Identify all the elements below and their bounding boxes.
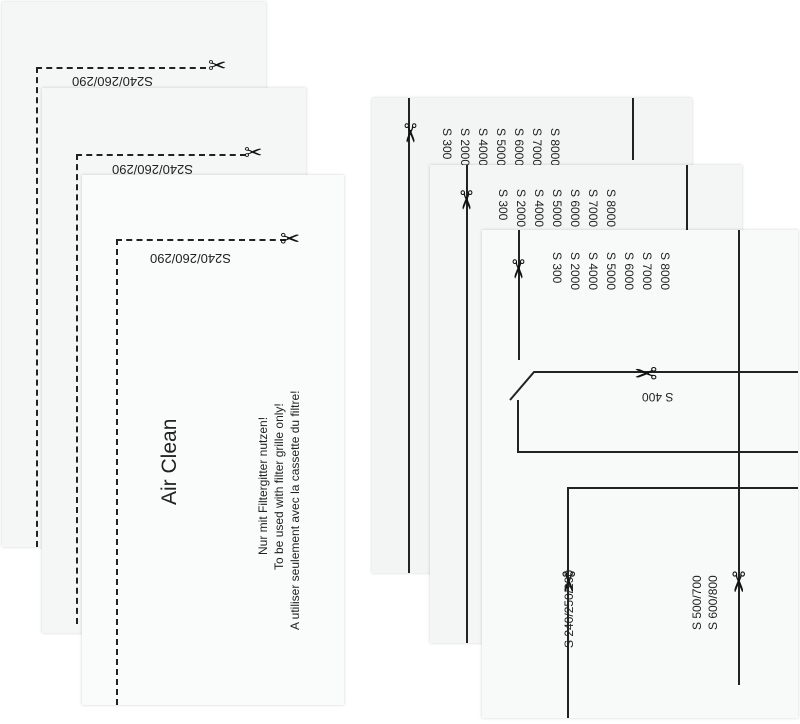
model-label: S 2000 bbox=[514, 189, 528, 228]
model-label: S 5000 bbox=[550, 189, 564, 228]
model-label: S 8000 bbox=[548, 128, 562, 167]
guide-line bbox=[518, 230, 520, 360]
scissors-icon: ✂ bbox=[449, 189, 480, 211]
model-label: S 8000 bbox=[604, 189, 618, 228]
s400-cut-outline bbox=[509, 371, 798, 718]
model-label: S 6000 bbox=[512, 128, 526, 167]
s240-label: S 240/250/290 bbox=[562, 569, 576, 648]
guide-line bbox=[466, 165, 468, 643]
model-label: S 300 bbox=[496, 189, 510, 221]
s400-label: S 400 bbox=[642, 390, 674, 404]
scissors-icon: ✂ bbox=[280, 225, 301, 253]
model-label: S 7000 bbox=[530, 128, 544, 167]
cut-line bbox=[76, 154, 246, 156]
cut-line bbox=[76, 154, 78, 624]
scissors-icon: ✂ bbox=[244, 141, 263, 166]
size-label: S240/260/290 bbox=[150, 251, 231, 266]
model-label: S 4000 bbox=[476, 128, 490, 167]
model-label: S 5000 bbox=[494, 128, 508, 167]
s500-label: S 500/700 bbox=[690, 575, 704, 630]
s600-label: S 600/800 bbox=[706, 575, 720, 630]
guide-line bbox=[408, 98, 410, 573]
brand-label: Air Clean bbox=[158, 418, 181, 505]
cut-line bbox=[116, 239, 118, 705]
guide-line bbox=[738, 230, 740, 685]
instruction-line: To be used with filter grille only! bbox=[272, 403, 286, 570]
left-filter-sheet-front: ✂ S240/260/290 Air Clean Nur mit Filterg… bbox=[82, 175, 344, 705]
model-label: S 300 bbox=[440, 128, 454, 160]
model-label: S 4000 bbox=[532, 189, 546, 228]
model-label: S 2000 bbox=[458, 128, 472, 167]
cut-line bbox=[36, 67, 206, 69]
scissors-icon: ✂ bbox=[208, 54, 227, 79]
model-label: S 6000 bbox=[568, 189, 582, 228]
instruction-line: Nur mit Filtergitter nutzen! bbox=[256, 416, 270, 555]
cut-line bbox=[116, 239, 286, 241]
cut-line bbox=[36, 67, 38, 547]
instruction-line: A utiliser seulement avec la cassette du… bbox=[288, 390, 302, 630]
scissors-icon: ✂ bbox=[721, 570, 755, 594]
guide-line bbox=[632, 98, 634, 160]
guide-line bbox=[686, 165, 688, 235]
size-label: S240/260/290 bbox=[72, 74, 153, 89]
right-template-sheet-front: ✂ S 300 S 2000 S 4000 S 5000 S 6000 S 70… bbox=[482, 230, 798, 718]
scissors-icon: ✂ bbox=[634, 356, 658, 389]
scissors-icon: ✂ bbox=[393, 122, 424, 144]
model-label: S 7000 bbox=[586, 189, 600, 228]
